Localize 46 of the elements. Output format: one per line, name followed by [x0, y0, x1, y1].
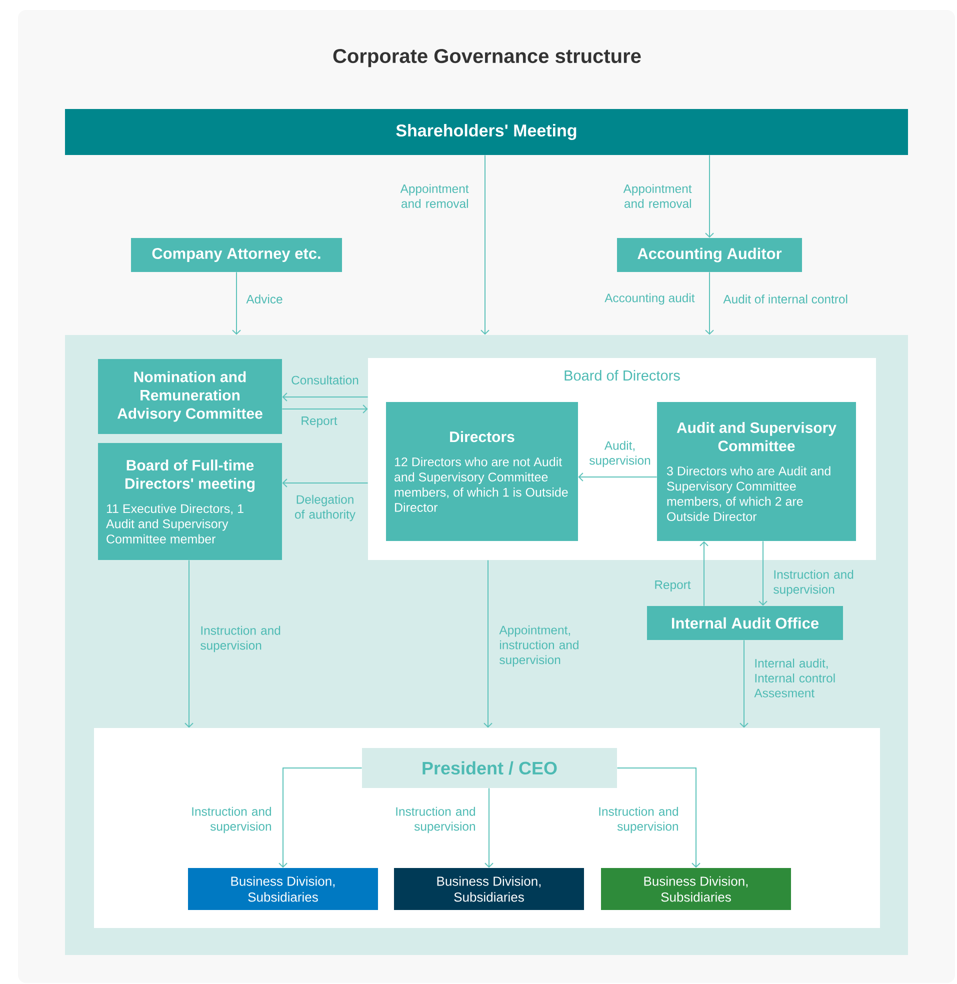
arrow [282, 392, 368, 402]
committee-box: Audit and Supervisory Committee 3 Directors who are Audit and Supervisory Committee members, of which 2 are Outside Director [657, 402, 856, 541]
title: Corporate Governance structure [333, 48, 641, 68]
edge-label: Appointment, instruction and supervision [499, 625, 578, 667]
division-box: Business Division, Subsidiaries [601, 868, 791, 910]
arrow [740, 640, 748, 728]
arrow [480, 154, 490, 335]
arrow [758, 540, 768, 606]
edge-label: Instruction and supervision [192, 806, 271, 834]
edge-label: Accounting audit [604, 293, 695, 305]
edge-label: Report [302, 416, 338, 428]
arrow [282, 478, 368, 488]
arrow [484, 788, 494, 868]
edge-label: Instruction and supervision [599, 806, 678, 834]
arrow [232, 272, 241, 335]
arrow [578, 472, 658, 482]
process-box: Internal Audit Office [647, 606, 843, 640]
committee-box: Board of Full-time Directors' meeting 11 Executive Directors, 1 Audit and Supervisory Committee member [98, 443, 282, 560]
arrow [700, 541, 708, 606]
edge-label: Appointment and removal [400, 184, 469, 208]
note-label: Audit of internal control [723, 294, 848, 304]
arrow [278, 768, 362, 868]
edge-label: Consultation [292, 376, 358, 384]
arrow [705, 272, 714, 335]
process-box: Accounting Auditor [617, 238, 802, 272]
president-box: President / CEO [362, 748, 617, 788]
edge-label: Appointment and removal [623, 184, 692, 208]
arrow [282, 404, 368, 414]
edge-label: Instruction and supervision [396, 806, 475, 834]
edge-label: Advice [246, 294, 282, 304]
arrow [616, 768, 700, 868]
edge-label: Audit, supervision [590, 440, 650, 468]
division-box: Business Division, Subsidiaries [394, 868, 584, 910]
arrow [705, 154, 714, 238]
committee-box: Nomination and Remuneration Advisory Committee [98, 359, 282, 434]
edge-label: Internal audit, Internal control Assesment [754, 658, 835, 698]
edge-label: Report [655, 580, 691, 592]
arrow [484, 560, 492, 728]
division-box: Business Division, Subsidiaries [188, 868, 378, 910]
banner-box: Shareholders' Meeting [65, 109, 908, 155]
arrow [184, 560, 194, 728]
directors-box: Directors 12 Directors who are not Audit and Supervisory Committee members, of which 1 is Outside Director [386, 402, 578, 541]
process-box: Company Attorney etc. [131, 238, 342, 272]
edge-label: Instruction and supervision [774, 570, 854, 596]
edge-label: Delegation of authority [295, 494, 356, 522]
edge-label: Instruction and supervision [200, 626, 280, 652]
